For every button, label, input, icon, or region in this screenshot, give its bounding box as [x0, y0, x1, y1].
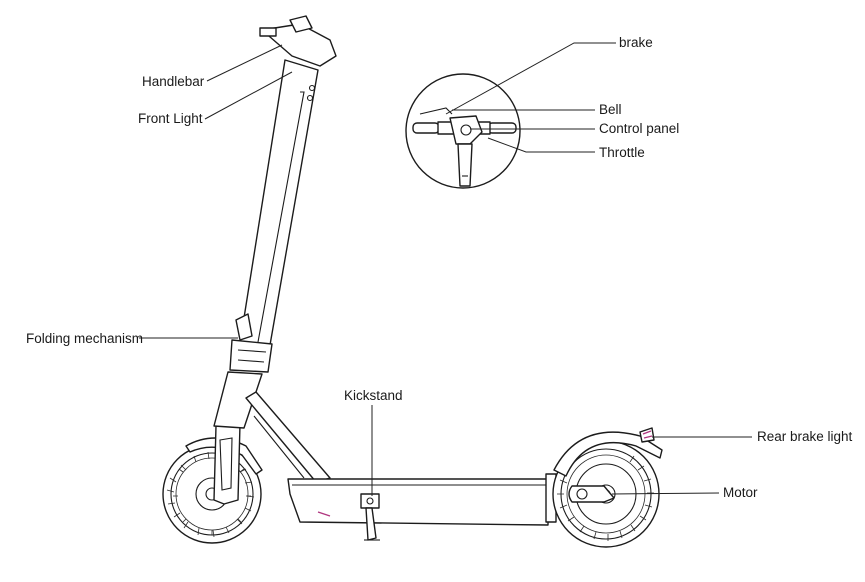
label-bell: Bell: [599, 102, 622, 117]
label-kickstand: Kickstand: [344, 388, 403, 403]
stem-icon: [213, 59, 319, 429]
label-brake: brake: [619, 35, 653, 50]
label-handlebar: Handlebar: [142, 74, 205, 89]
frame-icon: [245, 391, 331, 483]
label-motor: Motor: [723, 485, 758, 500]
deck-icon: [287, 473, 557, 526]
label-front-light: Front Light: [138, 111, 203, 126]
label-control-panel: Control panel: [599, 121, 680, 136]
handlebar-detail-icon: [405, 73, 521, 189]
front-fork-icon: [213, 423, 241, 505]
label-rear-brake-light: Rear brake light: [757, 429, 853, 444]
label-throttle: Throttle: [599, 145, 645, 160]
kickstand-icon: [360, 493, 380, 541]
rear-wheel-icon: [552, 427, 663, 548]
label-folding-mechanism: Folding mechanism: [26, 331, 144, 346]
leader-lines: [139, 42, 752, 496]
front-wheel-icon: [162, 437, 263, 544]
handlebar-top-icon: [259, 15, 337, 102]
